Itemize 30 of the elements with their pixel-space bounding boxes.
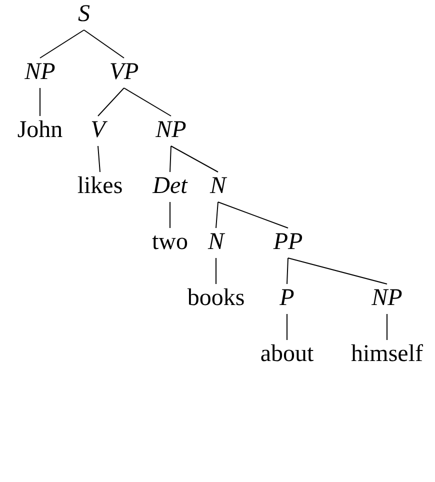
tree-branch xyxy=(170,146,172,172)
word-label: John xyxy=(17,116,63,144)
word-label: likes xyxy=(77,172,123,200)
tree-branch xyxy=(218,202,288,228)
tree-branch xyxy=(40,30,84,58)
category-label: S xyxy=(78,0,90,28)
tree-branch xyxy=(84,30,124,58)
category-label: N xyxy=(210,172,226,200)
category-label: N xyxy=(208,228,224,256)
tree-branch xyxy=(216,202,218,228)
category-label: NP xyxy=(372,284,402,312)
tree-branch xyxy=(286,314,288,340)
category-label: VP xyxy=(109,58,139,86)
word-label: two xyxy=(152,228,188,256)
category-label: Det xyxy=(152,172,188,200)
category-label: NP xyxy=(156,116,186,144)
category-label: NP xyxy=(24,58,56,86)
word-label: books xyxy=(187,284,245,312)
tree-branch xyxy=(386,314,388,340)
tree-branch xyxy=(98,88,124,116)
word-label: about xyxy=(260,340,314,368)
tree-branch xyxy=(170,146,218,172)
word-label: himself xyxy=(351,340,423,368)
category-label: V xyxy=(90,116,106,144)
tree-branch xyxy=(288,258,388,284)
category-label: P xyxy=(280,284,294,312)
tree-branch xyxy=(98,146,100,172)
tree-branch xyxy=(286,258,288,284)
category-label: PP xyxy=(273,228,303,256)
tree-branch xyxy=(124,88,172,116)
